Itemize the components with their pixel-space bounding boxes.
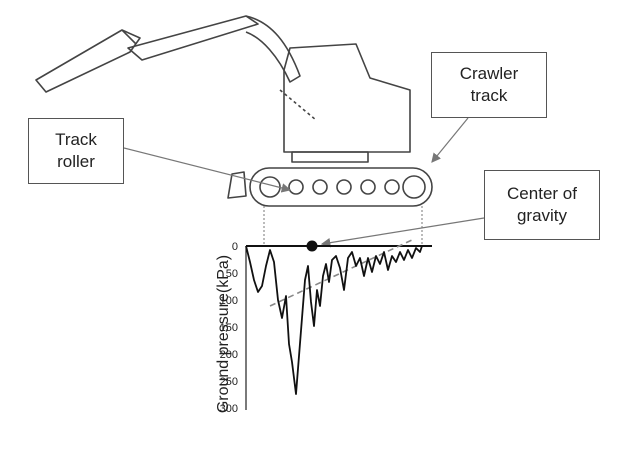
trend-line [269,239,413,307]
crawler-track-arrow [431,117,469,163]
callout-text-line: gravity [516,206,568,225]
track-roller [312,179,328,195]
track-roller [336,179,352,195]
center-of-gravity-callout: Center of gravity [484,170,600,240]
track-roller-arrow [123,147,292,193]
excavator-illustration [35,15,433,207]
crawler-track-outline [249,167,433,207]
callout-text-line: roller [57,152,95,171]
track-roller [384,179,400,195]
ground-pressure-chart: 0 50 100 150 200 250 300 Ground pressure(kPa) [215,239,432,415]
callout-text-line: track [470,86,508,105]
dozer-blade [227,171,247,199]
y-tick-label: 0 [232,241,238,253]
excavator-boom [245,15,301,83]
excavator-stick [127,15,259,61]
y-tick-label: 200 [220,349,238,361]
track-roller [360,179,376,195]
excavator-turntable [291,151,369,163]
y-tick-labels: 0 50 100 150 200 250 300 [220,241,238,415]
excavator-cab [283,43,411,153]
y-tick-label: 50 [226,268,238,280]
callout-text-line: Track [55,130,97,149]
center-of-gravity-marker [306,240,318,252]
y-axis-label: Ground pressure(kPa) [215,255,232,413]
callout-text-line: Center of [507,184,577,203]
track-roller-end-right [402,175,426,199]
track-roller-callout: Track roller [28,118,124,184]
y-tick-label: 100 [220,295,238,307]
track-roller [288,179,304,195]
excavator-bucket [35,29,141,93]
y-tick-label: 150 [220,322,238,334]
boom-cylinder [279,89,317,121]
y-tick-label: 300 [220,403,238,415]
y-tick-label: 250 [220,376,238,388]
ground-pressure-line [245,245,423,395]
crawler-track-callout: Crawler track [431,52,547,118]
center-of-gravity-arrow [320,217,485,248]
bucket-edge [121,29,137,45]
callout-text-line: Crawler [459,64,519,83]
